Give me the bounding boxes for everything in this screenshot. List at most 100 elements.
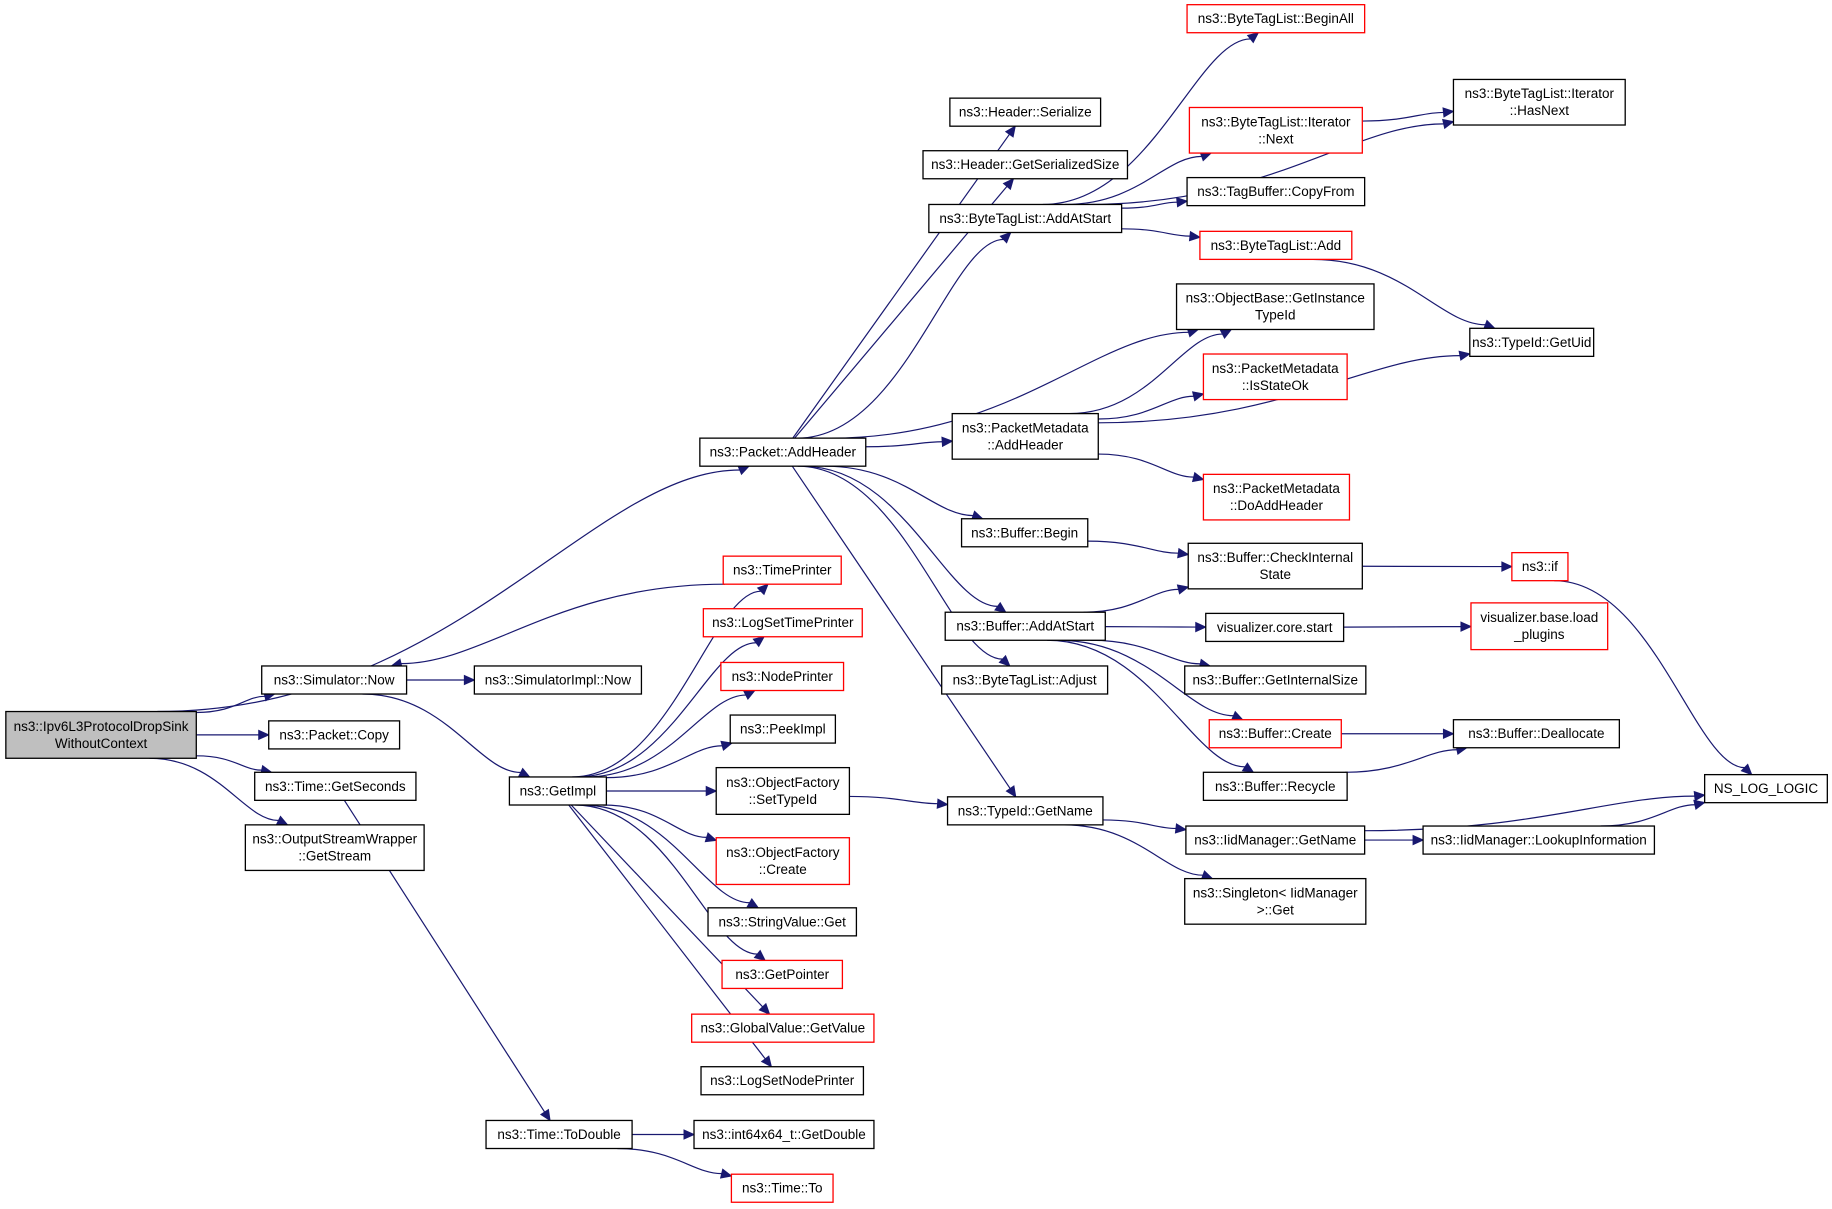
node-getpointer[interactable]: ns3::GetPointer [721,959,844,990]
node-int64getdouble[interactable]: ns3::int64x64_t::GetDouble [693,1119,875,1150]
node-tbcopyfrom[interactable]: ns3::TagBuffer::CopyFrom [1186,176,1366,207]
edge-line [1344,749,1457,773]
arrow-head [1246,31,1260,44]
node-getimpl[interactable]: ns3::GetImpl [508,776,608,806]
node-root[interactable]: ns3::Ipv6L3ProtocolDropSinkWithoutContex… [5,710,197,759]
node-pmaddheader[interactable]: ns3::PacketMetadata::AddHeader [951,412,1099,460]
node-pmdoaddheader[interactable]: ns3::PacketMetadata::DoAddHeader [1202,473,1351,521]
node-logsetnodeprinter[interactable]: ns3::LogSetNodePrinter [700,1066,865,1096]
node-peekimpl[interactable]: ns3::PeekImpl [729,714,837,744]
node-hdrserialize[interactable]: ns3::Header::Serialize [949,97,1102,127]
edge-line [1090,639,1201,665]
node-box [1205,612,1345,643]
node-timeprinter[interactable]: ns3::TimePrinter [722,555,842,585]
node-box [720,661,845,692]
edge-addheader-to-btladdatstart [797,231,1012,439]
node-pmisstateok[interactable]: ns3::PacketMetadata::IsStateOk [1202,353,1348,401]
edge-line [196,755,262,771]
node-label: ::AddHeader [987,437,1063,452]
node-btladd[interactable]: ns3::ByteTagList::Add [1199,230,1353,261]
node-tidgetuid[interactable]: ns3::TypeId::GetUid [1469,327,1595,358]
edge-tidgetname-to-iidgetname [1102,819,1188,834]
edge-bufbegin-to-bufcheckint [1087,540,1190,559]
edge-line [1098,395,1194,420]
node-btlitnext[interactable]: ns3::ByteTagList::Iterator::Next [1188,106,1363,154]
node-singletonget[interactable]: ns3::Singleton< IidManager>::Get [1184,877,1367,925]
node-btlithasnext[interactable]: ns3::ByteTagList::Iterator::HasNext [1452,78,1626,126]
edge-line [1102,819,1176,830]
edge-line [1057,639,1234,717]
node-btladjust[interactable]: ns3::ByteTagList::Adjust [941,665,1109,695]
node-label: ns3::PacketMetadata [1212,361,1339,376]
node-timeto[interactable]: ns3::Time::To [730,1173,834,1203]
node-nsif[interactable]: ns3::if [1511,551,1569,582]
arrow-head [1442,118,1455,130]
node-box [949,97,1102,127]
node-btladdatstart[interactable]: ns3::ByteTagList::AddAtStart [928,203,1123,234]
node-nslogic[interactable]: NS_LOG_LOGIC [1703,773,1828,804]
node-box [1186,176,1366,207]
edge-getimpl-to-timeprinter [572,583,769,778]
arrow-head [1176,197,1189,208]
edge-addheader-to-bufaddatstart [802,465,1007,613]
node-bufdealloc[interactable]: ns3::Buffer::Deallocate [1452,719,1621,749]
node-label: ::IsStateOk [1242,378,1309,393]
edge-bufrecycle-to-bufdealloc [1344,744,1468,773]
node-box [1199,230,1353,261]
node-box [944,611,1106,641]
edge-line [575,804,758,955]
edge-iidgetname-to-nslogic [1364,790,1706,832]
edge-line [1600,804,1695,827]
node-nodeprinter[interactable]: ns3::NodePrinter [720,661,845,692]
edge-bufaddatstart-to-viscorestart [1105,621,1207,633]
node-getseconds[interactable]: ns3::Time::GetSeconds [254,771,417,801]
node-bufgetintsize[interactable]: ns3::Buffer::GetInternalSize [1184,665,1367,695]
edge-line [617,1147,722,1175]
edge-bufcheckint-to-nsif [1362,561,1514,572]
arrow-head [1005,785,1017,798]
node-label: ns3::Buffer::AddAtStart [956,619,1094,634]
node-svget[interactable]: ns3::StringValue::Get [707,907,858,937]
node-bufrecycle[interactable]: ns3::Buffer::Recycle [1202,771,1348,801]
node-settypeid[interactable]: ns3::ObjectFactory::SetTypeId [715,766,851,816]
node-tidgetname[interactable]: ns3::TypeId::GetName [946,796,1104,826]
node-bufcreate[interactable]: ns3::Buffer::Create [1208,719,1342,749]
node-label: ns3::ObjectFactory [726,845,840,860]
node-btlbeginall[interactable]: ns3::ByteTagList::BeginAll [1186,4,1366,34]
node-viscorestart[interactable]: visualizer.core.start [1205,612,1345,643]
node-getstream[interactable]: ns3::OutputStreamWrapper::GetStream [244,824,425,872]
edge-line [362,693,521,774]
edge-getimpl-to-ofcreate [602,804,718,843]
edge-btladdatstart-to-btlithasnext [1087,118,1455,206]
node-bufaddatstart[interactable]: ns3::Buffer::AddAtStart [944,611,1106,641]
node-now[interactable]: ns3::Simulator::Now [261,665,408,695]
node-label: visualizer.core.start [1217,620,1333,635]
node-label: ns3::LogSetTimePrinter [712,615,854,630]
node-box [1184,877,1367,925]
node-todouble[interactable]: ns3::Time::ToDouble [485,1119,633,1150]
node-label: NS_LOG_LOGIC [1714,781,1819,796]
node-ofcreate[interactable]: ns3::ObjectFactory::Create [715,837,851,886]
node-iidgetname[interactable]: ns3::IidManager::GetName [1185,825,1366,855]
node-iidlookup[interactable]: ns3::IidManager::LookupInformation [1422,825,1656,855]
edge-iidgetname-to-iidlookup [1364,834,1425,846]
edge-line [196,695,265,714]
node-gvgetvalue[interactable]: ns3::GlobalValue::GetValue [691,1013,875,1043]
node-visloadplugins[interactable]: visualizer.base.load_plugins [1470,602,1609,651]
node-simimplnow[interactable]: ns3::SimulatorImpl::Now [473,665,643,695]
node-box [1175,283,1375,331]
arrow-head [1177,547,1190,559]
node-addheader[interactable]: ns3::Packet::AddHeader [699,437,867,467]
node-copy[interactable]: ns3::Packet::Copy [268,720,401,750]
node-label: ns3::ByteTagList::Adjust [953,672,1097,687]
node-logsettimeprinter[interactable]: ns3::LogSetTimePrinter [702,608,863,638]
arrow-head [998,654,1011,667]
node-label: ns3::Buffer::Begin [971,525,1078,540]
node-hdrgetsize[interactable]: ns3::Header::GetSerializedSize [922,150,1129,180]
node-label: ns3::Packet::Copy [279,727,389,742]
node-bufbegin[interactable]: ns3::Buffer::Begin [960,518,1089,548]
node-box [1202,473,1351,521]
node-box [1511,551,1569,582]
